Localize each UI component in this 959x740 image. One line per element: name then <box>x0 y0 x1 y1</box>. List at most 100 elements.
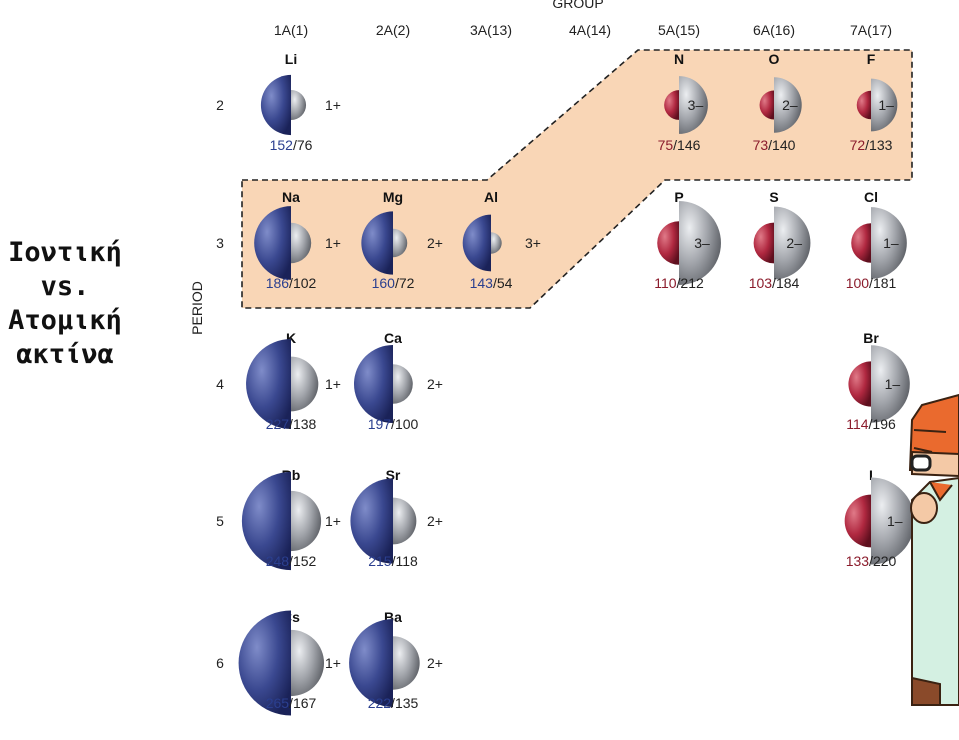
radius-separator: / <box>391 695 395 711</box>
ion-half-sphere <box>291 356 319 412</box>
slide-title-line-4: ακτίνα <box>16 339 114 370</box>
radius-values: 197/100 <box>368 416 419 432</box>
atomic-radius: 100 <box>846 275 870 291</box>
ionic-radius: 146 <box>677 137 701 153</box>
radius-separator: / <box>289 553 293 569</box>
atomic-radius: 103 <box>749 275 773 291</box>
period-axis-label: PERIOD <box>189 281 205 335</box>
atom-half-sphere <box>844 494 871 548</box>
element-n: N3–75/146 <box>658 51 708 153</box>
ionic-radius: 140 <box>772 137 796 153</box>
atomic-radius: 160 <box>372 275 396 291</box>
radius-values: 114/196 <box>846 416 896 432</box>
ion-half-sphere <box>291 222 312 264</box>
radius-separator: / <box>289 275 293 291</box>
radius-separator: / <box>869 553 873 569</box>
element-cl: Cl1–100/181 <box>846 189 907 291</box>
atom-half-sphere <box>759 90 774 120</box>
radius-values: 72/133 <box>850 137 893 153</box>
radius-separator: / <box>677 275 681 291</box>
element-mg: Mg2+160/72 <box>361 189 443 291</box>
element-rb: Rb1+248/152 <box>241 467 341 571</box>
ion-charge: 2+ <box>427 376 443 392</box>
radius-separator: / <box>869 275 873 291</box>
group-header: 6A(16) <box>753 22 795 38</box>
element-ba: Ba2+222/135 <box>349 609 443 711</box>
element-li: Li1+152/76 <box>260 51 341 153</box>
radius-separator: / <box>673 137 677 153</box>
ionic-radius: 152 <box>293 553 317 569</box>
radius-values: 73/140 <box>753 137 796 153</box>
element-symbol: Mg <box>383 189 403 205</box>
group-header: 2A(2) <box>376 22 410 38</box>
period-label: 6 <box>216 655 224 671</box>
ion-charge: 1– <box>885 376 901 392</box>
ion-half-sphere <box>679 201 721 285</box>
period-label: 2 <box>216 97 224 113</box>
atom-half-sphere <box>361 211 393 275</box>
ion-half-sphere <box>871 78 898 132</box>
element-symbol: O <box>769 51 780 67</box>
element-sr: Sr2+215/118 <box>350 467 443 569</box>
ion-half-sphere <box>291 629 325 697</box>
radius-values: 110/212 <box>654 275 704 291</box>
ion-half-sphere <box>393 364 413 404</box>
ion-charge: 1– <box>887 513 903 529</box>
ionic-radius: 118 <box>395 553 418 569</box>
cartoon-scientist <box>908 393 959 706</box>
atomic-radius: 265 <box>266 695 290 711</box>
radius-values: 143/54 <box>470 275 513 291</box>
radius-separator: / <box>768 137 772 153</box>
ion-half-sphere <box>871 207 907 279</box>
atomic-radius: 152 <box>270 137 294 153</box>
ion-charge: 1+ <box>325 655 341 671</box>
ion-charge: 1– <box>878 97 894 113</box>
ion-charge: 3– <box>688 97 704 113</box>
radius-values: 100/181 <box>846 275 897 291</box>
radius-values: 227/138 <box>266 416 317 432</box>
atomic-radius: 73 <box>753 137 769 153</box>
atomic-radius: 110 <box>654 275 677 291</box>
atom-half-sphere <box>753 222 774 264</box>
slide-title-line-1: Ιοντική <box>8 237 122 268</box>
ionic-radius: 100 <box>395 416 419 432</box>
radius-separator: / <box>869 416 873 432</box>
atom-half-sphere <box>260 74 291 136</box>
group-header: 3A(13) <box>470 22 512 38</box>
ionic-radius: 184 <box>776 275 800 291</box>
element-ca: Ca2+197/100 <box>353 330 443 432</box>
element-symbol: Al <box>484 189 498 205</box>
element-br: Br 1– 114/196 <box>846 330 910 432</box>
atom-half-sphere <box>848 361 871 407</box>
ion-half-sphere <box>393 636 420 690</box>
period-label: 5 <box>216 513 224 529</box>
element-symbol: Br <box>863 330 879 346</box>
element-symbol: S <box>769 189 778 205</box>
radius-values: 75/146 <box>658 137 701 153</box>
element-symbol: Na <box>282 189 300 205</box>
ionic-radius: 181 <box>873 275 897 291</box>
element-cells: Li1+152/76N3–75/146O2–73/140F1–72/133Na1… <box>238 51 915 716</box>
period-label: 3 <box>216 235 224 251</box>
ion-charge: 1+ <box>325 513 341 529</box>
atom-half-sphere <box>353 344 393 424</box>
ionic-radius: 102 <box>293 275 317 291</box>
ion-charge: 2+ <box>427 235 443 251</box>
element-k: K1+227/138 <box>246 330 341 432</box>
atomic-radius: 75 <box>658 137 674 153</box>
element-symbol: F <box>867 51 876 67</box>
atomic-radius: 197 <box>368 416 392 432</box>
ion-half-sphere <box>393 497 417 545</box>
ion-charge: 3+ <box>525 235 541 251</box>
ion-half-sphere <box>679 76 708 134</box>
ionic-radius: 133 <box>869 137 893 153</box>
element-symbol: Li <box>285 51 297 67</box>
ionic-radius: 138 <box>293 416 317 432</box>
atom-half-sphere <box>241 471 291 571</box>
atomic-radius: 186 <box>266 275 290 291</box>
ion-half-sphere <box>774 77 802 133</box>
element-p: P3–110/212 <box>654 189 721 291</box>
group-header: 1A(1) <box>274 22 308 38</box>
ionic-radius: 196 <box>872 416 896 432</box>
